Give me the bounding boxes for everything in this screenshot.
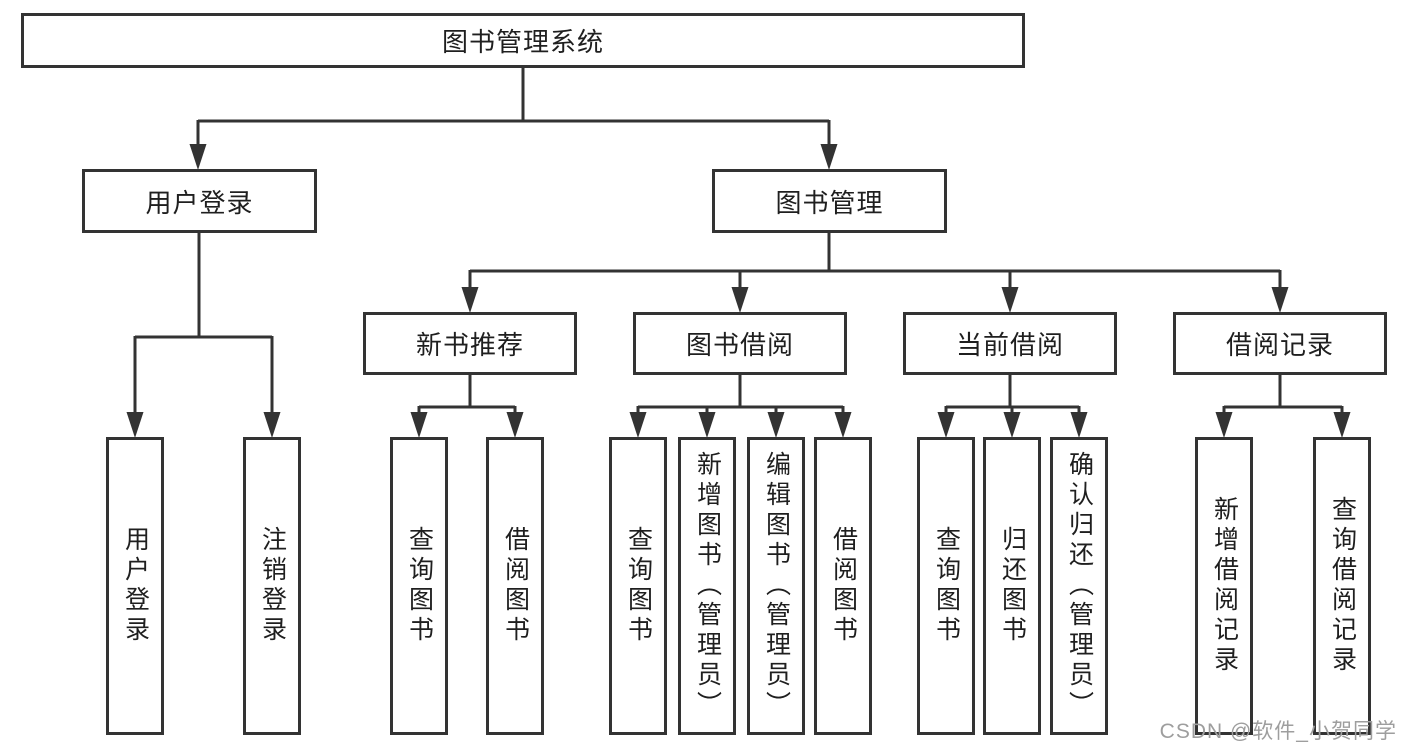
leaf-label: 查询图书 <box>624 526 653 646</box>
leaf-query-borrow-record: 查询借阅记录 <box>1313 437 1371 735</box>
node-label: 图书借阅 <box>685 330 794 360</box>
leaf-label: 查询图书 <box>932 526 961 646</box>
node-borrowing-records: 借阅记录 <box>1173 312 1387 375</box>
node-label: 借阅记录 <box>1225 330 1334 360</box>
node-label: 当前借阅 <box>955 330 1064 360</box>
leaf-label: 新增图书（管理员） <box>693 451 722 721</box>
leaf-label: 确认归还（管理员） <box>1065 451 1094 721</box>
leaf-return-book: 归还图书 <box>983 437 1041 735</box>
leaf-label: 归还图书 <box>998 526 1027 646</box>
leaf-user-login: 用户登录 <box>106 437 164 735</box>
csdn-watermark: CSDN @软件_小贺同学 <box>1159 720 1397 743</box>
leaf-label: 借阅图书 <box>829 526 858 646</box>
node-book-management: 图书管理 <box>712 169 947 233</box>
leaf-edit-book-admin: 编辑图书（管理员） <box>747 437 805 735</box>
leaf-add-borrow-record: 新增借阅记录 <box>1195 437 1253 735</box>
leaf-query-books-borrow: 查询图书 <box>609 437 667 735</box>
leaf-borrow-books-recommend: 借阅图书 <box>486 437 544 735</box>
leaf-label: 用户登录 <box>121 526 150 646</box>
leaf-logout: 注销登录 <box>243 437 301 735</box>
leaf-query-books-current: 查询图书 <box>917 437 975 735</box>
leaf-add-book-admin: 新增图书（管理员） <box>678 437 736 735</box>
leaf-borrow-books: 借阅图书 <box>814 437 872 735</box>
node-label: 图书管理系统 <box>441 27 604 57</box>
leaf-label: 新增借阅记录 <box>1210 496 1239 676</box>
leaf-label: 借阅图书 <box>501 526 530 646</box>
node-library-management-system: 图书管理系统 <box>21 13 1025 68</box>
leaf-label: 注销登录 <box>258 526 287 646</box>
leaf-label: 查询图书 <box>405 526 434 646</box>
node-label: 新书推荐 <box>415 330 524 360</box>
leaf-confirm-return-admin: 确认归还（管理员） <box>1050 437 1108 735</box>
node-label: 图书管理 <box>775 187 884 218</box>
connector-arrowheads <box>126 144 1351 438</box>
leaf-query-books-recommend: 查询图书 <box>390 437 448 735</box>
node-new-book-recommendation: 新书推荐 <box>363 312 577 375</box>
node-book-borrowing: 图书借阅 <box>633 312 847 375</box>
leaf-label: 查询借阅记录 <box>1328 496 1357 676</box>
node-user-login: 用户登录 <box>82 169 317 233</box>
node-label: 用户登录 <box>145 187 254 218</box>
leaf-label: 编辑图书（管理员） <box>762 451 791 721</box>
node-current-borrowing: 当前借阅 <box>903 312 1117 375</box>
